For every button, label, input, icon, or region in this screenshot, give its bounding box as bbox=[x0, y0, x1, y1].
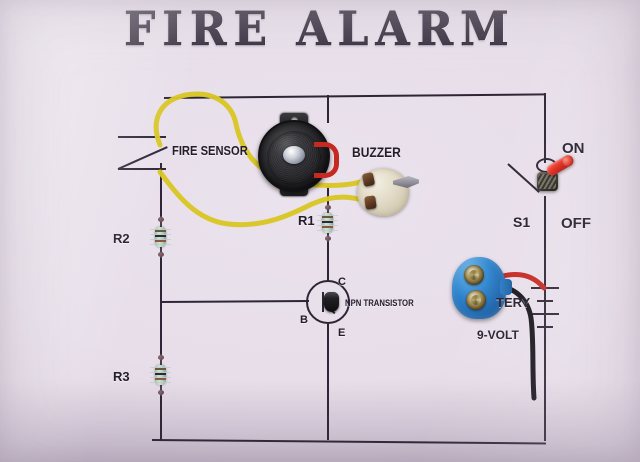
right-rail-upper bbox=[544, 93, 546, 163]
battery-snap-nub bbox=[500, 279, 512, 295]
metal-clip bbox=[393, 176, 419, 188]
transistor-base-bar bbox=[322, 292, 324, 312]
resistor-r3[interactable] bbox=[150, 354, 171, 396]
buzzer-dust-cap bbox=[283, 146, 305, 164]
resistor-glow bbox=[317, 230, 338, 231]
label-r1: R1 bbox=[298, 213, 315, 228]
page-title-text: FIRE ALARM bbox=[124, 2, 516, 57]
resistor-band bbox=[155, 230, 166, 232]
resistor-glow bbox=[150, 229, 171, 230]
resistor-r2[interactable] bbox=[150, 216, 171, 258]
label-r3: R3 bbox=[113, 369, 130, 384]
sensor-bottom-lead bbox=[160, 168, 162, 182]
collector-lead bbox=[327, 236, 329, 282]
switch-nut bbox=[538, 174, 556, 189]
resistor-glow bbox=[150, 382, 171, 383]
right-rail-lower bbox=[544, 196, 546, 441]
battery-stud-positive bbox=[464, 265, 484, 285]
switch-blade bbox=[507, 163, 540, 193]
resistor-solder-joint bbox=[324, 205, 331, 210]
resistor-band bbox=[155, 235, 166, 237]
resistor-lead-top bbox=[159, 216, 162, 228]
resistor-r1[interactable] bbox=[317, 204, 338, 242]
fire-sensor-blade-lower bbox=[118, 168, 166, 170]
resistor-band bbox=[155, 373, 166, 375]
resistor-glow bbox=[317, 220, 338, 221]
label-emitter: E bbox=[338, 327, 346, 339]
resistor-band bbox=[322, 226, 333, 228]
buzzer-speaker[interactable] bbox=[258, 113, 339, 196]
resistor-glow bbox=[150, 377, 171, 378]
resistor-solder-joint bbox=[157, 390, 164, 395]
terminal-block[interactable] bbox=[357, 168, 419, 216]
npn-transistor[interactable] bbox=[306, 280, 350, 324]
resistor-glow bbox=[150, 244, 171, 245]
resistor-glow bbox=[150, 367, 171, 368]
page-title: FIRE ALARM bbox=[0, 2, 640, 57]
label-on: ON bbox=[562, 140, 585, 157]
screw-terminal-bottom bbox=[364, 195, 377, 210]
label-buzzer: BUZZER bbox=[352, 144, 401, 160]
resistor-lead-top bbox=[159, 354, 162, 366]
resistor-solder-joint bbox=[157, 217, 164, 222]
label-fire-sensor: FIRE SENSOR bbox=[172, 143, 248, 158]
resistor-solder-joint bbox=[324, 236, 331, 241]
resistor-band bbox=[322, 221, 333, 223]
resistor-glow bbox=[150, 239, 171, 240]
label-base: B bbox=[300, 314, 308, 326]
resistor-solder-joint bbox=[157, 252, 164, 257]
label-voltage: 9-VOLT bbox=[477, 328, 519, 342]
resistor-glow bbox=[150, 372, 171, 373]
label-s1: S1 bbox=[513, 214, 531, 230]
resistor-glow bbox=[317, 225, 338, 226]
buzzer-red-lead bbox=[314, 142, 339, 178]
resistor-glow bbox=[150, 234, 171, 235]
battery-plate-long-1 bbox=[531, 287, 559, 289]
label-battery: TERY bbox=[496, 295, 531, 310]
buzzer-cone bbox=[258, 120, 330, 192]
label-r2: R2 bbox=[113, 231, 130, 246]
resistor-band bbox=[155, 240, 166, 242]
resistor-body bbox=[322, 213, 333, 233]
battery-plate-short-2 bbox=[537, 326, 553, 328]
battery-plate-short-1 bbox=[537, 300, 553, 302]
transistor-symbol-circle bbox=[306, 280, 350, 324]
label-off: OFF bbox=[561, 215, 591, 232]
label-npn-transistor: NPN TRANSISTOR bbox=[345, 298, 414, 308]
emitter-lead bbox=[327, 322, 329, 440]
battery-plate-long-2 bbox=[531, 313, 559, 315]
resistor-band bbox=[322, 216, 333, 218]
resistor-solder-joint bbox=[157, 355, 164, 360]
toggle-switch-s1[interactable] bbox=[537, 153, 583, 200]
battery-connector[interactable] bbox=[452, 257, 512, 319]
sensor-top-lead bbox=[118, 136, 166, 138]
battery-stud-negative bbox=[466, 290, 486, 310]
resistor-glow bbox=[317, 215, 338, 216]
top-rail bbox=[163, 93, 546, 99]
bottom-rail bbox=[151, 439, 546, 445]
resistor-band bbox=[155, 368, 166, 370]
transistor-package bbox=[324, 292, 339, 312]
base-lead bbox=[160, 299, 310, 303]
resistor-body bbox=[155, 227, 166, 247]
resistor-band bbox=[155, 378, 166, 380]
screw-terminal-top bbox=[361, 171, 376, 188]
resistor-body bbox=[155, 365, 166, 385]
label-collector: C bbox=[338, 276, 346, 288]
